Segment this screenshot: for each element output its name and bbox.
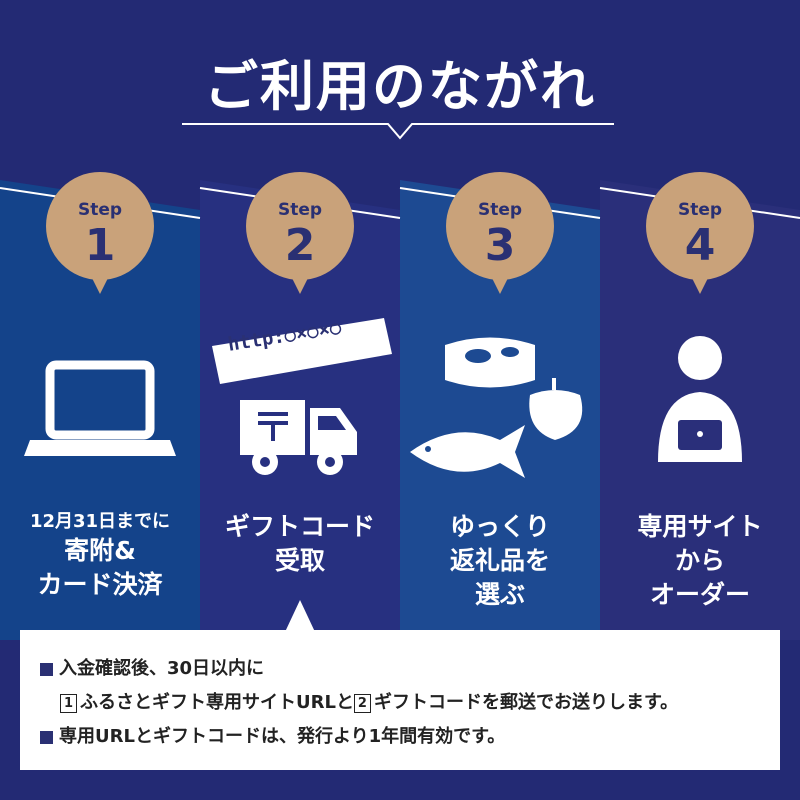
step-4-label: Step — [677, 200, 723, 220]
note-pointer — [285, 600, 315, 632]
step-1-number: 1 — [84, 220, 116, 271]
note-line-3-text: 専用URLとギフトコードは、発行より1年間有効です。 — [59, 726, 506, 747]
step-3-caption-line2: 返礼品を — [449, 545, 550, 575]
step-badge-4 — [646, 172, 754, 294]
step-2-caption-line1: ギフトコード — [224, 512, 375, 541]
step-1-caption: 12月31日までに 寄附& カード決済 — [0, 510, 200, 602]
note-line-1: 入金確認後、30日以内に — [40, 654, 264, 680]
url-banner — [212, 318, 392, 384]
boxed-number-1: 1 — [60, 693, 77, 713]
step-2-number: 2 — [284, 220, 316, 271]
step-3-caption-line1: ゆっくり — [449, 512, 550, 541]
step-3-number: 3 — [484, 220, 516, 271]
boxed-number-2: 2 — [353, 693, 371, 713]
step-2-label: Step — [277, 200, 323, 220]
step-1-caption-line1: 12月31日までに — [29, 511, 171, 532]
step-2-caption-line2: 受取 — [274, 545, 325, 575]
step-4-badge-text: Step 4 — [600, 200, 800, 271]
delivery-truck-icon — [240, 400, 357, 475]
title-underline — [182, 123, 614, 140]
step-3-caption: ゆっくり 返礼品を 選ぶ — [400, 510, 600, 611]
bullet-square-icon — [40, 662, 53, 676]
step-3-badge-text: Step 3 — [400, 200, 600, 271]
panel-step-3 — [400, 180, 600, 640]
step-1-badge-text: Step 1 — [0, 200, 200, 271]
note-line-2-part2: ギフトコードを郵送でお送りします。 — [373, 692, 679, 713]
step-4-number: 4 — [684, 220, 716, 271]
step-4-caption-line1: 専用サイト — [637, 512, 763, 541]
step-4-caption: 専用サイト から オーダー — [600, 510, 800, 611]
step-badge-1 — [46, 172, 154, 294]
panel-step-1 — [0, 180, 200, 640]
step-3-caption-line3: 選ぶ — [474, 579, 525, 609]
page-title: ご利用のながれ — [204, 54, 596, 118]
step-badge-3 — [446, 172, 554, 294]
note-line-2-part1: ふるさとギフト専用サイトURLと — [80, 692, 354, 713]
person-laptop-icon — [658, 336, 742, 462]
gift-items-icon — [410, 337, 583, 478]
step-badge-2 — [246, 172, 354, 294]
step-2-caption: ギフトコード 受取 — [200, 510, 400, 578]
note-line-3: 専用URLとギフトコードは、発行より1年間有効です。 — [40, 722, 505, 748]
step-1-caption-line2: 寄附& — [64, 536, 136, 566]
step-4-caption-line3: オーダー — [649, 579, 750, 609]
step-1-caption-line3: カード決済 — [37, 570, 163, 600]
laptop-icon — [24, 360, 176, 456]
step-2-badge-text: Step 2 — [200, 200, 400, 271]
bullet-square-icon — [40, 730, 53, 744]
step-3-label: Step — [477, 200, 523, 220]
step-1-label: Step — [77, 200, 123, 220]
step-4-caption-line2: から — [674, 545, 725, 575]
note-line-1-text: 入金確認後、30日以内に — [59, 658, 265, 679]
